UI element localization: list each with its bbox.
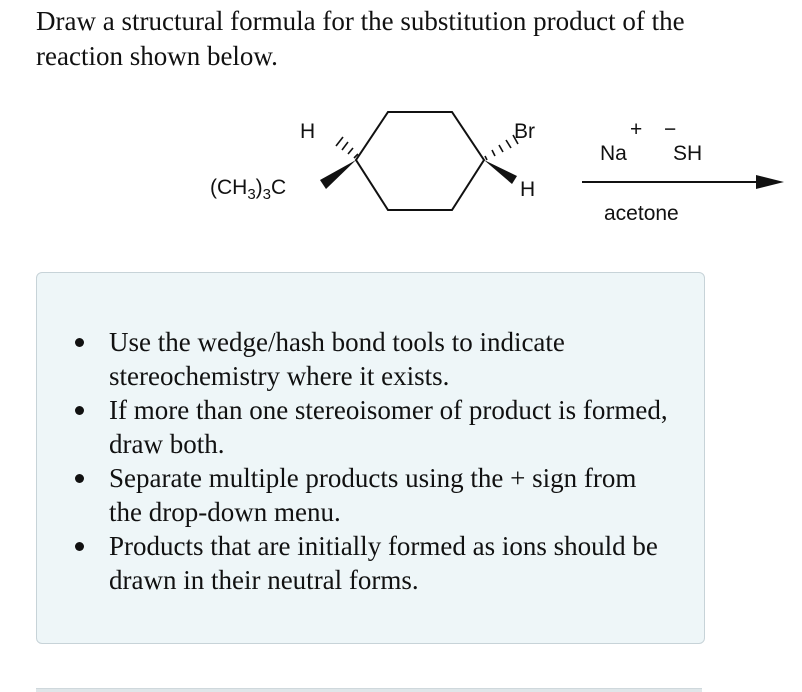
reagent-cation-charge: + [630, 118, 642, 141]
reaction-scheme: H (CH3)3C Br H + Na − SH acetone [210, 111, 784, 225]
reagent-anion: SH [673, 142, 702, 165]
instruction-item: If more than one stereoisomer of product… [75, 393, 669, 461]
instruction-item: Products that are initially formed as io… [75, 529, 669, 597]
hash-bond-h-left [335, 136, 359, 159]
reagent-cation: Na [600, 142, 627, 165]
reagent-anion-charge: − [664, 118, 676, 141]
label-h-bottom: H [520, 178, 535, 201]
bullet-icon [75, 338, 84, 347]
question-text: Draw a structural formula for the substi… [36, 6, 685, 71]
bottom-divider [36, 688, 702, 692]
reaction-arrow-head [756, 175, 784, 189]
bullet-icon [75, 474, 84, 483]
label-tbutyl: (CH3)3C [210, 176, 286, 203]
hash-bond-br [484, 134, 519, 161]
instruction-item: Use the wedge/hash bond tools to indicat… [75, 325, 669, 393]
solvent-label: acetone [604, 202, 679, 225]
wedge-bond-tbutyl [320, 160, 356, 189]
cyclohexane-ring [354, 111, 486, 211]
label-br: Br [514, 120, 535, 143]
instructions-list: Use the wedge/hash bond tools to indicat… [75, 325, 669, 597]
wedge-bond-h-bottom [484, 160, 517, 184]
label-h-top: H [300, 120, 315, 143]
instruction-item: Separate multiple products using the + s… [75, 461, 669, 529]
bullet-icon [75, 542, 84, 551]
bullet-icon [75, 406, 84, 415]
instructions-box: Use the wedge/hash bond tools to indicat… [36, 272, 705, 644]
